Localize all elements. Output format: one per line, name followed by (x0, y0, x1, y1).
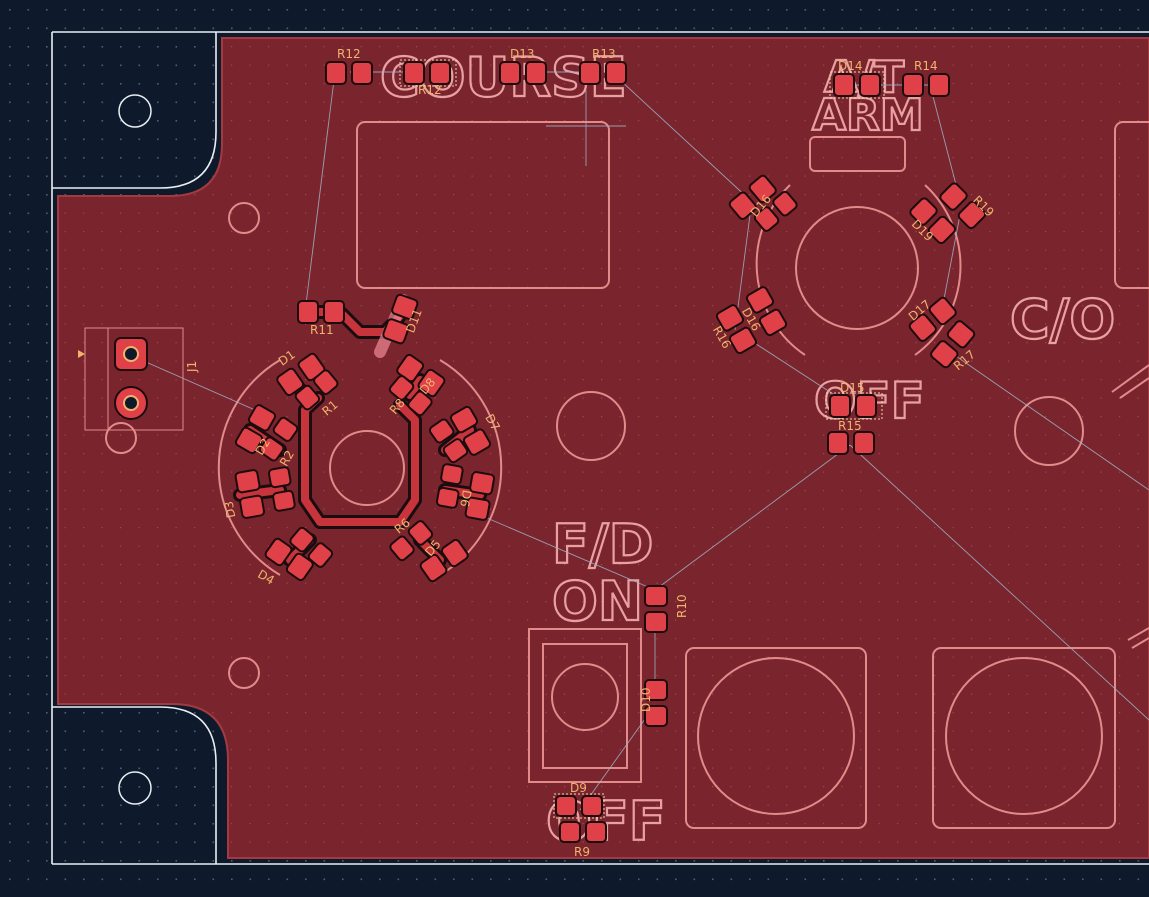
component-r6 (389, 520, 434, 562)
ref-r12b: R12 (418, 83, 442, 97)
ref-r14: R14 (914, 59, 938, 73)
ref-d15: D15 (840, 381, 865, 395)
component-d2 (234, 404, 277, 455)
silk-label-fd: F/D (552, 513, 653, 576)
component-r8 (388, 375, 433, 417)
component-d8 (396, 353, 446, 398)
component-d16 (745, 286, 788, 337)
component-r16-top (753, 190, 798, 232)
component-r13 (579, 61, 627, 85)
component-d6 (464, 471, 496, 521)
component-r14 (902, 73, 950, 97)
component-r10 (644, 585, 668, 633)
component-r19 (939, 182, 987, 230)
component-r2 (258, 416, 299, 462)
component-d4 (264, 537, 314, 582)
component-d9 (553, 793, 605, 819)
copper-zone-grid (58, 38, 1149, 858)
component-d3 (234, 469, 266, 519)
component-r5 (435, 463, 464, 509)
component-r1 (294, 369, 339, 411)
silk-label-co: C/O (1010, 288, 1115, 351)
component-d10 (644, 679, 668, 727)
ref-r11: R11 (310, 323, 334, 337)
ref-j1: J1 (185, 361, 199, 373)
component-r4 (289, 526, 334, 568)
component-r12 (325, 61, 373, 85)
component-d19 (909, 197, 957, 245)
component-r11 (297, 300, 345, 324)
component-d14 (829, 71, 885, 99)
component-d7 (449, 405, 492, 456)
ref-r12: R12 (337, 47, 361, 61)
ref-d9: D9 (570, 781, 587, 795)
connector-j1[interactable] (78, 327, 184, 431)
ref-d10: D10 (639, 687, 653, 712)
component-d5 (419, 538, 469, 583)
ref-d6: D6 (457, 489, 474, 508)
ref-r15: R15 (838, 419, 862, 433)
component-d11 (382, 293, 419, 345)
ref-d3: D3 (222, 500, 239, 519)
ref-r13: R13 (592, 47, 616, 61)
mounting-holes (118, 94, 152, 805)
component-r15 (827, 431, 875, 455)
component-d15 (825, 392, 883, 420)
component-r12b (399, 59, 457, 87)
silk-label-on: ON (552, 570, 643, 633)
ref-r9: R9 (574, 845, 590, 859)
ref-d13: D13 (510, 47, 535, 61)
component-d17 (908, 296, 957, 342)
component-d13 (499, 61, 547, 85)
component-r7 (428, 418, 469, 464)
ref-r10: R10 (675, 594, 689, 618)
component-r9 (559, 821, 607, 843)
component-r16 (715, 304, 758, 355)
smd-components[interactable] (234, 59, 987, 843)
ref-r2: R2 (277, 448, 297, 469)
silkscreen-outlines (105, 121, 1149, 829)
ref-d14: D14 (838, 59, 863, 73)
board-edge (51, 31, 1149, 865)
component-r17 (930, 320, 976, 369)
component-r3 (267, 466, 296, 512)
component-d16-top (728, 174, 777, 220)
